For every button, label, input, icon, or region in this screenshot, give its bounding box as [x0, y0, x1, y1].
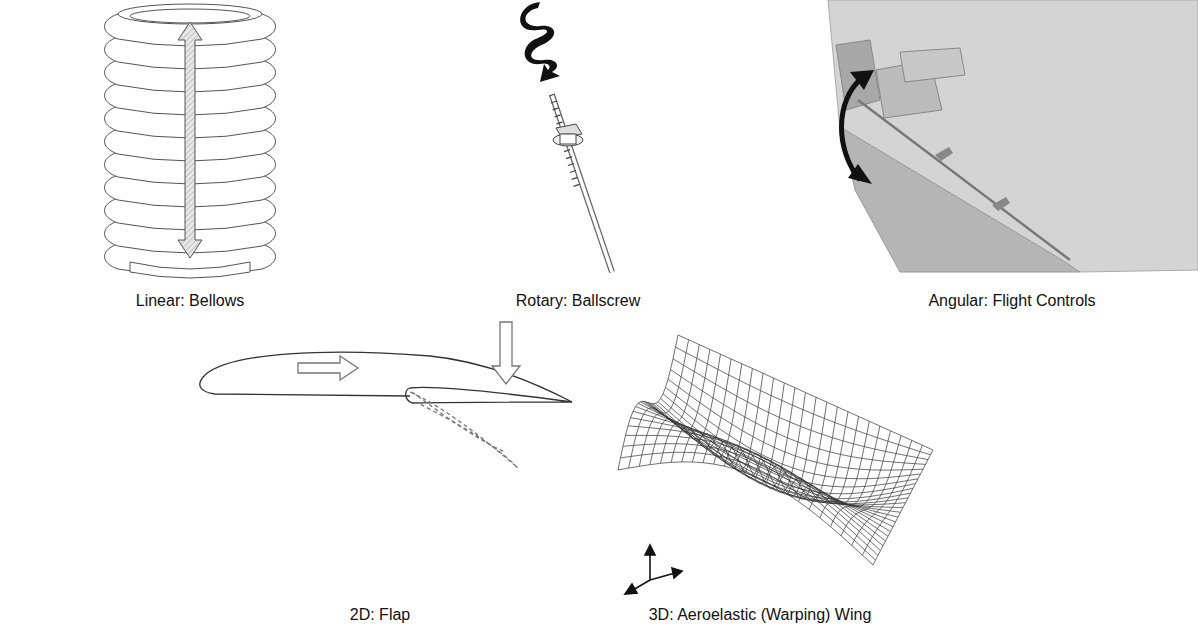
thread	[557, 122, 563, 124]
caption: Rotary: Ballscrew	[516, 292, 640, 310]
mesh-line	[676, 347, 931, 455]
thread	[564, 150, 570, 152]
thread	[555, 115, 561, 117]
mesh-line	[873, 450, 933, 565]
double-arrow	[178, 22, 202, 258]
mesh-line	[831, 431, 891, 527]
caption: 2D: Flap	[350, 606, 410, 624]
mesh-line	[648, 403, 903, 508]
bellows-base	[130, 262, 250, 278]
caption: Linear: Bellows	[136, 292, 245, 310]
mesh-line	[671, 359, 731, 462]
thread	[549, 94, 555, 96]
bellows-top	[118, 4, 262, 24]
mesh-line	[678, 335, 933, 450]
flight-controls-figure	[828, 0, 1198, 272]
mesh-line	[651, 403, 906, 505]
mesh-line	[631, 418, 886, 541]
bellows-opening	[130, 9, 250, 23]
thread	[566, 157, 572, 159]
thread	[568, 164, 574, 166]
thread	[553, 108, 559, 110]
thread	[551, 101, 557, 103]
mesh-line	[852, 440, 912, 545]
thread	[572, 177, 578, 179]
axes-symbol	[625, 545, 682, 594]
caption: Angular: Flight Controls	[928, 292, 1095, 310]
bellows-figure	[105, 4, 276, 278]
mesh-line	[862, 445, 922, 555]
ballscrew-figure	[520, 2, 612, 272]
mesh-line	[682, 364, 742, 462]
mesh-line	[650, 349, 710, 464]
mesh-line	[639, 345, 699, 467]
thread	[570, 170, 576, 172]
flap-figure	[200, 322, 572, 468]
mesh-line	[656, 403, 911, 502]
mesh-line	[629, 340, 689, 468]
mesh-line	[841, 436, 901, 536]
caption: 3D: Aeroelastic (Warping) Wing	[649, 606, 872, 624]
mesh-line	[636, 407, 891, 532]
thread	[574, 184, 580, 186]
mesh-line	[673, 359, 928, 460]
mesh-line	[820, 426, 880, 518]
mesh-line	[777, 407, 837, 501]
warping-mesh	[618, 335, 933, 565]
mesh-line	[671, 370, 926, 465]
mesh-line	[653, 404, 908, 504]
